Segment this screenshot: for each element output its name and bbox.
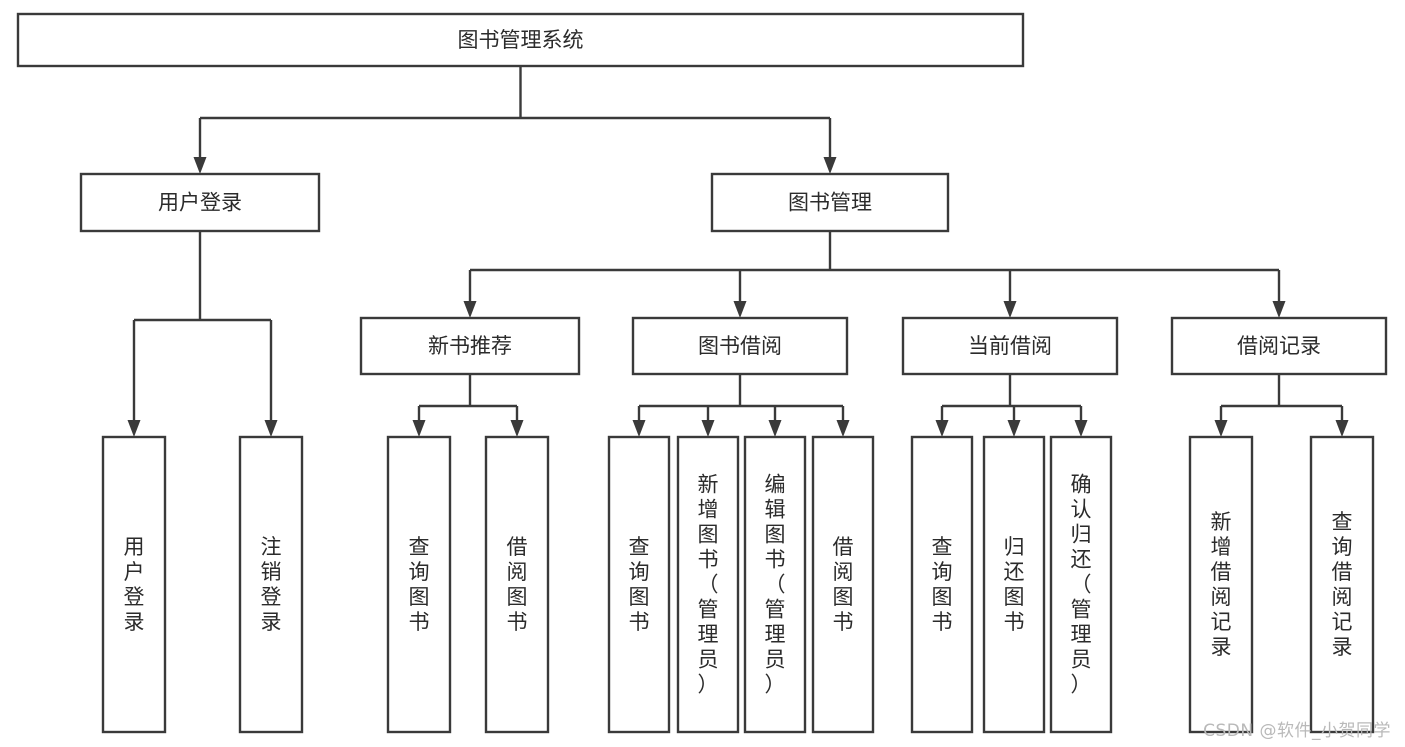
arrow-head-icon — [463, 301, 477, 318]
node-borrow-record[interactable]: 借阅记录 — [1170, 316, 1388, 376]
arrow-head-icon — [836, 420, 850, 437]
node-label: 借阅图书 — [833, 535, 854, 634]
node-label: 新增图书（管理员） — [698, 473, 719, 697]
node-label: 新增借阅记录 — [1211, 510, 1232, 659]
node-box — [710, 172, 950, 233]
node-box — [901, 316, 1119, 376]
arrow-head-icon — [1003, 301, 1017, 318]
node-box — [910, 435, 974, 734]
node-box — [607, 435, 671, 734]
node-label: 查询图书 — [409, 535, 430, 634]
node-label: 用户登录 — [124, 535, 145, 634]
arrow-head-icon — [768, 420, 782, 437]
node-leaf-add-book[interactable]: 新增图书（管理员） — [676, 435, 740, 734]
node-box — [743, 435, 807, 734]
node-leaf-query-record[interactable]: 查询借阅记录 — [1309, 435, 1375, 734]
node-label: 编辑图书（管理员） — [765, 473, 786, 697]
arrow-head-icon — [412, 420, 426, 437]
arrow-head-icon — [1074, 420, 1088, 437]
nodes-layer: 图书管理系统用户登录图书管理新书推荐图书借阅当前借阅借阅记录用户登录注销登录查询… — [16, 12, 1388, 734]
arrow-head-icon — [1335, 420, 1349, 437]
node-box — [1188, 435, 1254, 734]
node-leaf-borrow-book-2[interactable]: 借阅图书 — [811, 435, 875, 734]
node-root[interactable]: 图书管理系统 — [16, 12, 1025, 68]
node-leaf-query-book-2[interactable]: 查询图书 — [607, 435, 671, 734]
node-book-borrow[interactable]: 图书借阅 — [631, 316, 849, 376]
arrow-head-icon — [127, 420, 141, 437]
arrow-head-icon — [193, 157, 207, 174]
node-leaf-user-login[interactable]: 用户登录 — [101, 435, 167, 734]
node-label: 查询图书 — [629, 535, 650, 634]
arrow-head-icon — [1214, 420, 1228, 437]
node-new-book-rec[interactable]: 新书推荐 — [359, 316, 581, 376]
node-current-borrow[interactable]: 当前借阅 — [901, 316, 1119, 376]
node-label: 当前借阅 — [968, 334, 1052, 358]
node-box — [101, 435, 167, 734]
arrow-head-icon — [733, 301, 747, 318]
arrow-head-icon — [1007, 420, 1021, 437]
node-leaf-borrow-book-1[interactable]: 借阅图书 — [484, 435, 550, 734]
arrow-head-icon — [1272, 301, 1286, 318]
node-label: 借阅图书 — [507, 535, 528, 634]
arrow-head-icon — [632, 420, 646, 437]
node-box — [631, 316, 849, 376]
node-box — [1170, 316, 1388, 376]
node-leaf-add-record[interactable]: 新增借阅记录 — [1188, 435, 1254, 734]
node-label: 归还图书 — [1004, 535, 1025, 634]
node-label: 图书管理系统 — [458, 28, 584, 52]
arrow-head-icon — [935, 420, 949, 437]
node-box — [16, 12, 1025, 68]
node-box — [238, 435, 304, 734]
node-leaf-return-book[interactable]: 归还图书 — [982, 435, 1046, 734]
node-book-manage[interactable]: 图书管理 — [710, 172, 950, 233]
node-box — [386, 435, 452, 734]
arrow-head-icon — [264, 420, 278, 437]
node-label: 确认归还（管理员） — [1071, 473, 1092, 697]
node-user-login[interactable]: 用户登录 — [79, 172, 321, 233]
connectors-layer — [127, 66, 1349, 437]
node-label: 图书借阅 — [698, 334, 782, 358]
arrow-head-icon — [701, 420, 715, 437]
node-leaf-query-book-1[interactable]: 查询图书 — [386, 435, 452, 734]
node-leaf-edit-book[interactable]: 编辑图书（管理员） — [743, 435, 807, 734]
node-box — [1309, 435, 1375, 734]
node-box — [982, 435, 1046, 734]
node-label: 新书推荐 — [428, 334, 512, 358]
node-box — [1049, 435, 1113, 734]
node-box — [811, 435, 875, 734]
node-label: 查询图书 — [932, 535, 953, 634]
node-leaf-confirm-return[interactable]: 确认归还（管理员） — [1049, 435, 1113, 734]
node-leaf-query-book-3[interactable]: 查询图书 — [910, 435, 974, 734]
node-label: 注销登录 — [261, 535, 282, 634]
node-box — [359, 316, 581, 376]
node-box — [484, 435, 550, 734]
node-label: 图书管理 — [788, 191, 872, 215]
node-label: 用户登录 — [158, 191, 242, 215]
arrow-head-icon — [510, 420, 524, 437]
node-leaf-logout[interactable]: 注销登录 — [238, 435, 304, 734]
node-label: 借阅记录 — [1237, 334, 1321, 358]
node-box — [79, 172, 321, 233]
arrow-head-icon — [823, 157, 837, 174]
node-box — [676, 435, 740, 734]
node-label: 查询借阅记录 — [1332, 510, 1353, 659]
